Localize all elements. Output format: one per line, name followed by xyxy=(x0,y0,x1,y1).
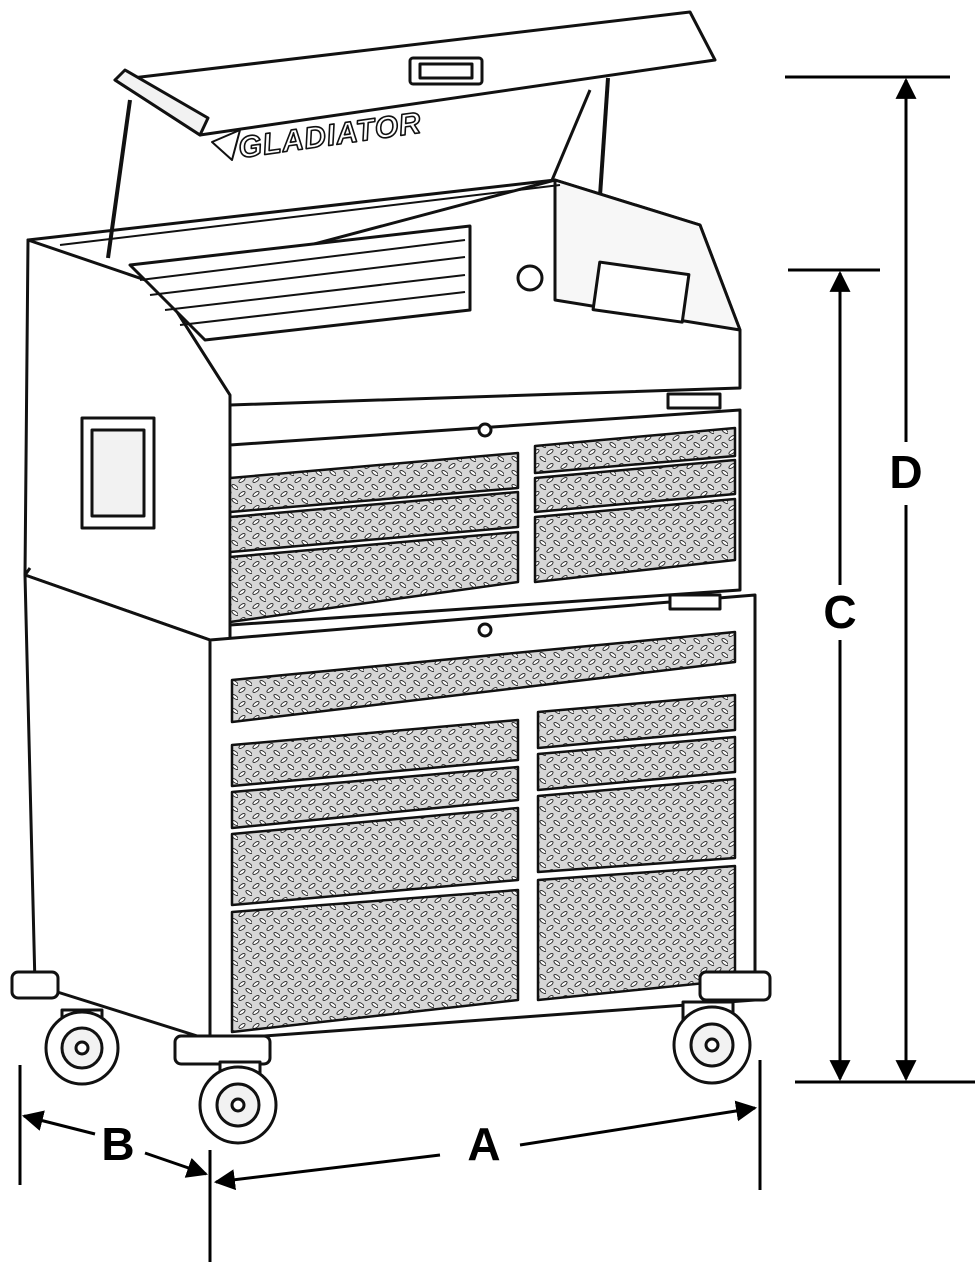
cabinet-badge-icon xyxy=(668,593,722,611)
cabinet-wide-drawer xyxy=(230,630,737,724)
dimension-labels: D C A B xyxy=(101,446,922,1170)
casters xyxy=(44,1000,752,1145)
chest-lid: GLADIATOR xyxy=(113,10,717,166)
dimension-label-b: B xyxy=(101,1118,134,1170)
dimension-b-arrow-right xyxy=(144,1151,208,1178)
dimension-a-arrow-right xyxy=(519,1100,758,1147)
cabinet-left-drawer xyxy=(230,765,520,830)
chest-left-drawer xyxy=(228,490,520,554)
chest-right-drawer xyxy=(533,497,737,584)
dimension-b-arrow-left xyxy=(21,1110,96,1136)
cabinet-left-drawer xyxy=(230,718,520,788)
chest-lock-icon xyxy=(477,422,493,438)
bottom-cabinet xyxy=(10,567,772,1066)
caster-wheel-icon xyxy=(672,1000,752,1085)
caster-wheel-icon xyxy=(198,1060,278,1145)
corner-bumper-icon xyxy=(698,970,772,1002)
dimension-a-arrow-left xyxy=(213,1153,441,1191)
chest-right-drawer xyxy=(533,426,737,475)
chest-left-drawer xyxy=(228,530,520,624)
power-strip-icon xyxy=(591,260,691,324)
top-chest xyxy=(23,178,742,647)
cabinet-lock-icon xyxy=(477,622,493,638)
cabinet-right-drawer xyxy=(536,777,737,874)
dimension-label-c: C xyxy=(823,586,856,638)
brand-mark-icon xyxy=(211,129,241,161)
caster-wheel-icon xyxy=(44,1008,120,1086)
chest-badge-icon xyxy=(666,392,722,410)
power-port-icon xyxy=(516,264,544,292)
cabinet-left-drawer xyxy=(230,888,520,1034)
cabinet-right-drawer xyxy=(536,693,737,750)
cabinet-drawers xyxy=(230,630,737,1034)
dimension-lines xyxy=(18,75,975,1262)
cabinet-right-drawer xyxy=(536,735,737,792)
dimension-label-a: A xyxy=(467,1118,500,1170)
chest-left-drawer xyxy=(228,451,520,514)
chest-drawers xyxy=(228,426,737,624)
corner-bumper-icon xyxy=(10,970,60,1000)
tool-chest-illustration: GLADIATOR xyxy=(10,10,772,1145)
cabinet-left-drawer xyxy=(230,806,520,907)
chest-right-drawer xyxy=(533,458,737,514)
dimension-label-d: D xyxy=(889,446,922,498)
corner-bumper-icon xyxy=(173,1034,272,1066)
